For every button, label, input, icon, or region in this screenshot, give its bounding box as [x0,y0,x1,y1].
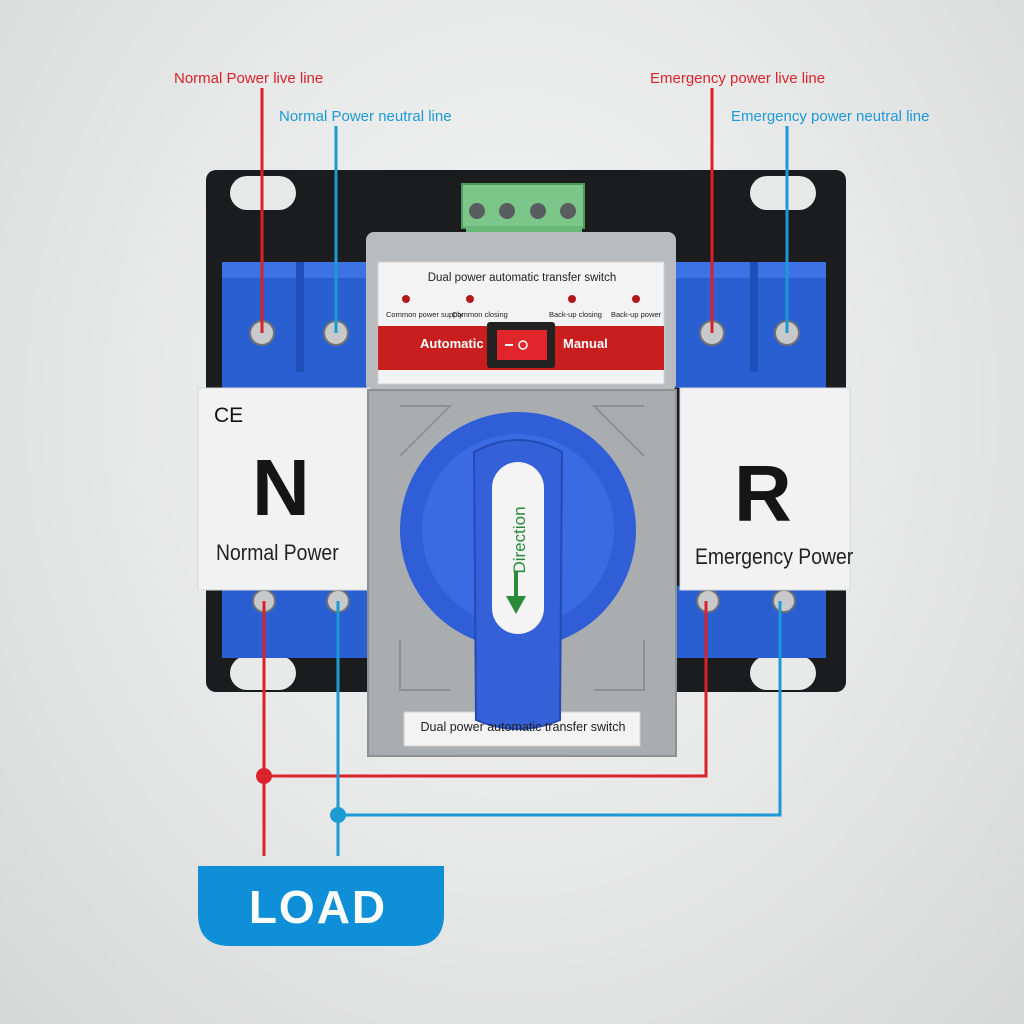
bottom-panel-label: Dual power automatic transfer switch [420,720,626,734]
indicator-label-backup-power: Back-up power [611,310,662,319]
indicator-label-backup-closing: Back-up closing [549,310,602,319]
side-labels [197,387,851,591]
rotary-handle[interactable] [400,412,636,730]
bridge-live-wire [264,601,708,778]
wiring [256,88,789,856]
load-badge [198,866,444,946]
normal-power-label: Normal Power [216,540,339,565]
normal-neutral-callout: Normal Power neutral line [279,108,452,125]
mode-rocker-switch[interactable] [487,322,555,368]
top-panel-title: Dual power automatic transfer switch [427,272,617,284]
indicator-label-common-closing: Common closing [452,310,508,319]
mode-manual-label: Manual [563,336,608,351]
normal-live-callout: Normal Power live line [174,70,324,87]
neutral-junction [330,807,346,823]
emergency-letter: R [734,449,792,538]
indicator-label-common-power: Common power supply [386,310,463,319]
load-label: LOAD [248,881,388,933]
bridge-neutral-wire [338,601,782,817]
mode-automatic-label: Automatic [420,336,484,351]
emergency-neutral-callout: Emergency power neutral line [731,108,930,125]
indicator-leds [402,295,640,303]
normal-letter: N [252,443,310,532]
emergency-live-callout: Emergency power live line [650,70,826,87]
emergency-power-label: Emergency Power [695,544,854,569]
handle-direction-label: Direction [510,506,529,574]
live-junction [256,768,272,784]
ce-mark: CE [214,404,244,427]
